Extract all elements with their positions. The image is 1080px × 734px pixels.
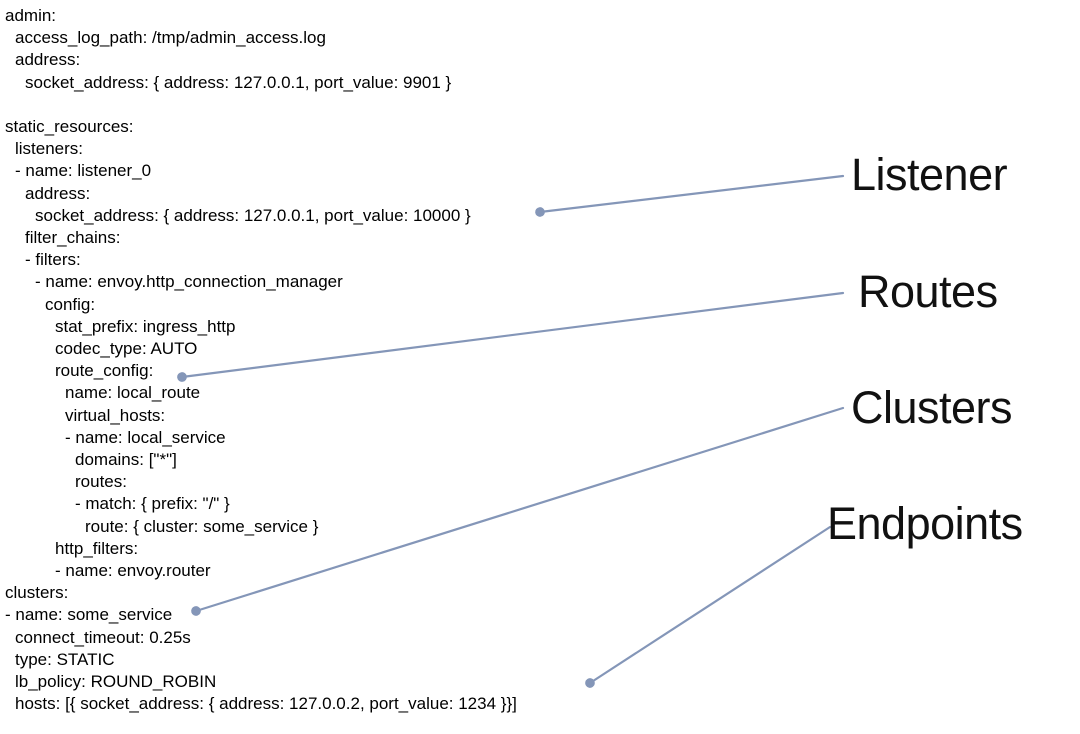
callout-label-clusters: Clusters (851, 382, 1013, 433)
callout-label-listener: Listener (851, 149, 1008, 200)
yaml-line: route_config: (55, 361, 154, 381)
yaml-line: filter_chains: (25, 228, 121, 247)
yaml-line: - match: { prefix: "/" } (75, 494, 230, 514)
callout-label-routes: Routes (858, 266, 998, 317)
yaml-line: hosts: [{ socket_address: { address: 127… (15, 694, 517, 714)
yaml-line: static_resources: (5, 117, 134, 136)
callout-label-endpoints: Endpoints (827, 498, 1023, 549)
yaml-line: admin: (5, 6, 57, 25)
yaml-line: - name: local_service (65, 427, 226, 447)
yaml-line: lb_policy: ROUND_ROBIN (15, 672, 217, 691)
yaml-line: socket_address: { address: 127.0.0.1, po… (25, 72, 452, 92)
yaml-line: http_filters: (55, 538, 139, 558)
yaml-line: virtual_hosts: (65, 405, 166, 425)
yaml-line: route: { cluster: some_service } (85, 516, 319, 536)
yaml-line: - name: envoy.router (55, 561, 211, 580)
yaml-line: listeners: (15, 139, 84, 159)
yaml-line: domains: ["*"] (75, 450, 177, 469)
yaml-line: config: (45, 294, 96, 314)
yaml-line: stat_prefix: ingress_http (55, 316, 236, 336)
yaml-line: address: (25, 183, 91, 203)
yaml-line: socket_address: { address: 127.0.0.1, po… (35, 205, 471, 225)
yaml-line: connect_timeout: 0.25s (15, 627, 191, 647)
yaml-line: clusters: (5, 583, 69, 603)
yaml-line: type: STATIC (15, 649, 115, 669)
yaml-line: codec_type: AUTO (55, 339, 198, 358)
yaml-line: - filters: (25, 250, 81, 270)
yaml-line: access_log_path: /tmp/admin_access.log (15, 28, 326, 48)
yaml-line: routes: (75, 472, 127, 492)
yaml-line: address: (15, 50, 81, 70)
yaml-line: - name: some_service (5, 605, 173, 625)
envoy-config-yaml: admin: access_log_path: /tmp/admin_access… (5, 6, 517, 714)
yaml-line: - name: listener_0 (15, 161, 152, 181)
yaml-line: name: local_route (65, 383, 201, 403)
yaml-line: - name: envoy.http_connection_manager (35, 272, 343, 292)
